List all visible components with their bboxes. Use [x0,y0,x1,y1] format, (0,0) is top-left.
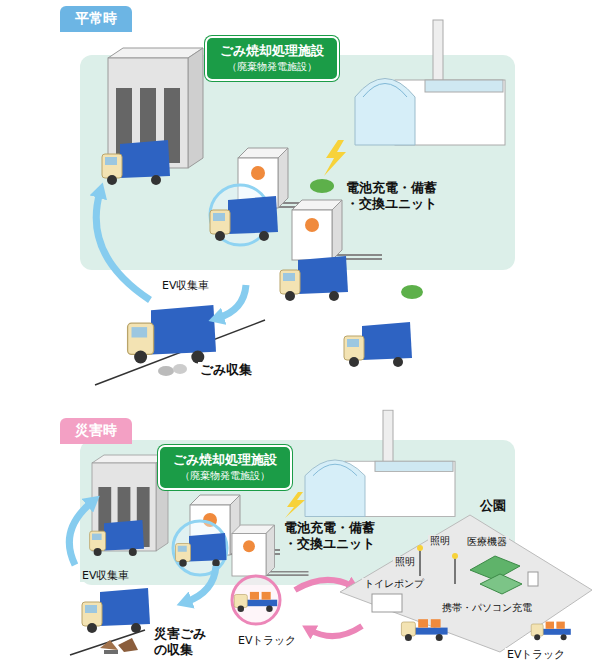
vehicle-label: EVトラック [505,648,567,661]
equipment-label: 照明 [428,535,452,547]
top-scene-part [96,192,150,300]
bottom-scene-part [70,630,145,655]
node-heading: ごみ焼却処理施設 [219,43,325,60]
mode-tab: 平常時 [60,6,132,32]
scene-label: 災害ごみ の収集 [152,626,216,657]
unit-label: 電池充電・備蓄 ・交換ユニット [282,520,382,551]
top-scene-part [158,366,174,376]
top-scene-part [102,140,170,185]
park-area-part [452,553,458,559]
node-subtext: （廃棄物発電施設） [172,469,278,482]
park-area-part [372,594,402,612]
mode-tab: 災害時 [60,418,132,444]
vehicle-label: EV収集車 [160,279,211,292]
equipment-label: トイレポンプ [362,578,426,590]
park-area-part [528,572,538,586]
bottom-scene-part [232,576,280,624]
top-scene-part [401,285,423,299]
bottom-scene-part [90,520,144,556]
park-area-part [419,548,421,576]
bottom-scene-part [176,533,227,567]
node-heading: ごみ焼却処理施設 [172,452,278,469]
node-heading: 平常時 [74,9,118,27]
facility-box: ごみ焼却処理施設（廃棄物発電施設） [205,36,339,81]
bottom-scene-part [82,588,150,633]
equipment-label: 照明 [393,556,417,568]
vehicle-label: EVトラック [236,634,298,647]
vehicle-label: EV収集車 [80,569,131,582]
bottom-scene-part [305,410,455,516]
area-label: 公園 [478,498,508,514]
top-scene-part [210,196,278,241]
top-scene-part [355,20,505,145]
park-area-part [531,622,571,641]
top-scene-part [310,179,334,193]
bottom-scene-part [100,640,118,650]
bottom-scene-part [186,566,216,602]
bottom-scene-part [295,580,352,590]
top-scene-part [218,285,246,318]
node-heading: 災害時 [74,421,118,439]
node-subtext: （廃棄物発電施設） [219,60,325,73]
top-scene-part [324,140,346,176]
park-area-part [401,619,447,641]
top-scene [95,20,505,385]
bottom-scene-part [310,626,362,636]
equipment-label: 医療機器 [465,536,509,548]
bottom-scene-part [234,592,277,612]
bottom-scene-part [118,638,138,652]
equipment-label: 携帯・パソコン充電 [440,602,534,614]
park-area-part [454,556,456,584]
facility-box: ごみ焼却処理施設（廃棄物発電施設） [158,445,292,490]
bottom-scene [69,410,455,655]
scene-label: ごみ収集 [198,362,254,378]
unit-label: 電池充電・備蓄 ・交換ユニット [344,180,444,211]
bottom-scene-part [104,650,118,654]
bottom-scene-part [285,492,305,518]
top-scene-part [173,364,187,374]
top-scene-part [128,305,216,364]
top-scene-part [344,322,412,367]
park-area-part [480,574,522,594]
bottom-scene-part [69,502,92,565]
top-scene-part [280,256,348,301]
park-area-part [417,545,423,551]
